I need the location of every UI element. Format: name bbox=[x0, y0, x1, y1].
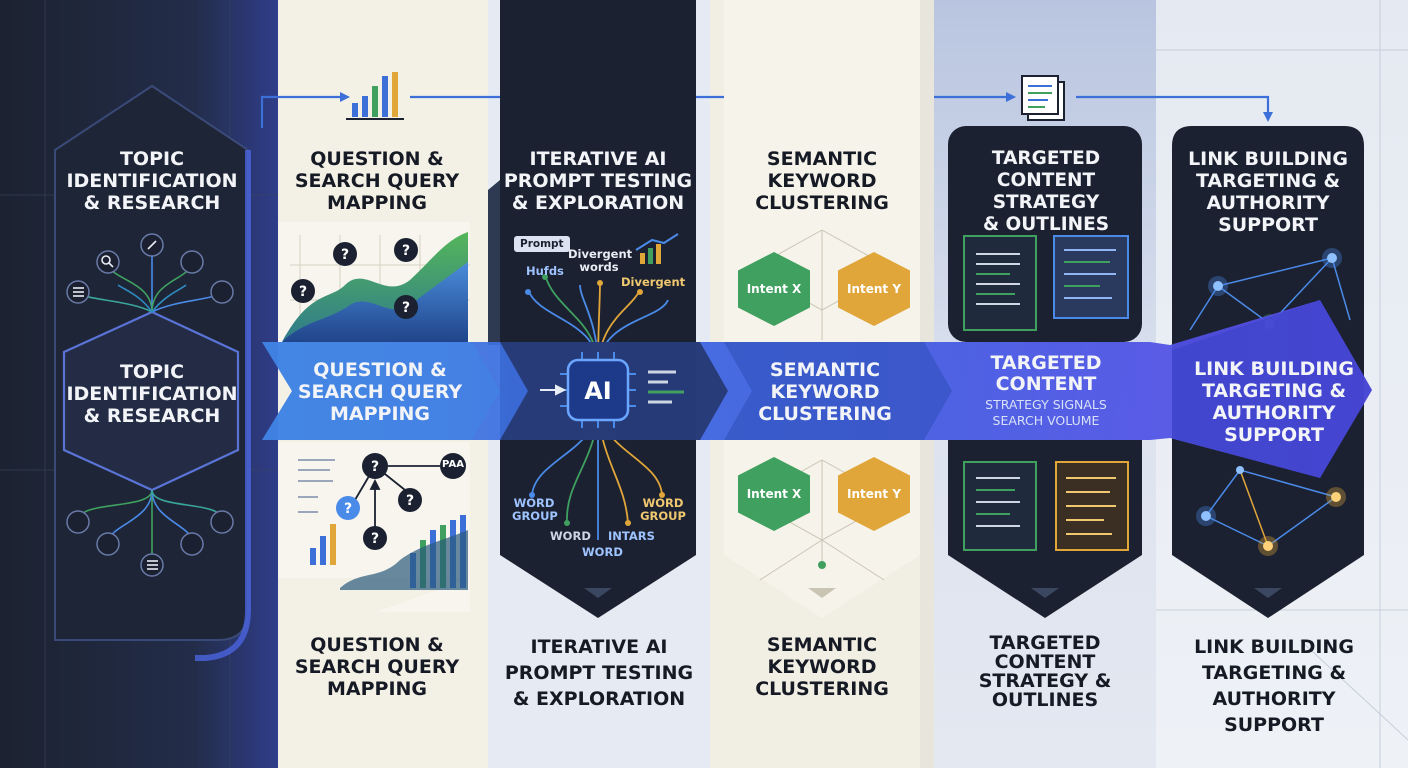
word-label-2: WORD bbox=[582, 545, 623, 559]
query-list-lines bbox=[298, 459, 335, 513]
stage-2-bottom-title: QUESTION & SEARCH QUERY MAPPING bbox=[294, 634, 460, 700]
outline-doc-top-left bbox=[963, 235, 1037, 331]
outline-doc-bottom-right bbox=[1055, 461, 1129, 551]
ai-thread-dots-top bbox=[525, 274, 643, 295]
bar-chart-icon bbox=[346, 72, 404, 120]
stage-4-band-label: SEMANTIC KEYWORD CLUSTERING bbox=[758, 359, 892, 425]
word-group-left-label: WORD GROUP bbox=[512, 496, 558, 523]
ai-chip-icon bbox=[560, 352, 636, 428]
band-segment-4 bbox=[724, 342, 952, 440]
list-icon-small bbox=[73, 287, 84, 297]
outline-doc-bottom-left bbox=[963, 461, 1037, 551]
stage-6-bottom-title: LINK BUILDING TARGETING & AUTHORITY SUPP… bbox=[1194, 636, 1354, 736]
ai-chevron-marker bbox=[584, 588, 612, 598]
stage-2-title: QUESTION & SEARCH QUERY MAPPING bbox=[294, 148, 460, 214]
outline-doc-top-right bbox=[1053, 235, 1129, 319]
stage-6-title: LINK BUILDING TARGETING & AUTHORITY SUPP… bbox=[1188, 148, 1348, 236]
stage-1-title: TOPIC IDENTIFICATION & RESEARCH bbox=[66, 148, 238, 214]
grid-lines-right bbox=[1156, 0, 1408, 768]
hufds-label: Hufds bbox=[526, 264, 564, 278]
intars-label: INTARS bbox=[608, 529, 655, 543]
paa-badge: PAA bbox=[442, 459, 464, 470]
mini-chart-icon bbox=[635, 233, 679, 264]
svg-text:?: ? bbox=[402, 243, 410, 259]
band-segment-6 bbox=[1172, 300, 1372, 478]
svg-text:?: ? bbox=[299, 284, 307, 300]
svg-text:?: ? bbox=[341, 247, 349, 263]
ai-column-frame bbox=[500, 0, 696, 618]
ai-side-lines bbox=[648, 370, 684, 404]
link-network-bottom bbox=[1205, 469, 1337, 547]
stage-3-bottom-title: ITERATIVE AI PROMPT TESTING & EXPLORATIO… bbox=[504, 636, 694, 710]
stage-1-hexagon-label: TOPIC IDENTIFICATION & RESEARCH bbox=[66, 361, 238, 427]
svg-text:?: ? bbox=[344, 501, 352, 517]
ai-input-arrow bbox=[540, 384, 567, 396]
document-stack-icon bbox=[1021, 75, 1065, 121]
svg-text:?: ? bbox=[406, 493, 414, 509]
svg-text:?: ? bbox=[371, 459, 379, 475]
question-bubbles bbox=[291, 238, 418, 319]
intent-y-top: Intent Y bbox=[838, 252, 910, 326]
question-wave-blue bbox=[282, 262, 468, 342]
stage-2-band-label: QUESTION & SEARCH QUERY MAPPING bbox=[297, 359, 463, 425]
prompt-tag: Prompt bbox=[514, 236, 570, 252]
intent-x-top: Intent X bbox=[738, 252, 810, 326]
stage-5-band-label: TARGETED CONTENT bbox=[990, 352, 1102, 395]
band-segment-2 bbox=[262, 342, 500, 440]
stage-6-band-label: LINK BUILDING TARGETING & AUTHORITY SUPP… bbox=[1194, 358, 1354, 446]
cluster-dot bbox=[818, 561, 826, 569]
word-label-1: WORD bbox=[550, 529, 591, 543]
link-nodes-bottom bbox=[1196, 466, 1346, 556]
divergent-words-label: Divergent words bbox=[568, 247, 633, 274]
ai-thread-dots-bottom bbox=[529, 492, 665, 526]
query-wave bbox=[340, 530, 468, 590]
list-icon-bottom bbox=[147, 560, 158, 570]
ai-chip-label: AI bbox=[584, 377, 612, 405]
svg-text:?: ? bbox=[371, 531, 379, 547]
stage-5-title: TARGETED CONTENT STRATEGY & OUTLINES bbox=[982, 148, 1110, 235]
query-question-nodes bbox=[336, 453, 466, 550]
stage-3-title: ITERATIVE AI PROMPT TESTING & EXPLORATIO… bbox=[503, 148, 693, 214]
stage-4-bottom-title: SEMANTIC KEYWORD CLUSTERING bbox=[755, 634, 889, 700]
link-icon bbox=[147, 240, 157, 250]
word-group-right-label: WORD GROUP bbox=[640, 496, 686, 523]
stage-4-title: SEMANTIC KEYWORD CLUSTERING bbox=[755, 148, 889, 214]
divergent-label: Divergent bbox=[621, 275, 686, 289]
svg-text:?: ? bbox=[402, 300, 410, 316]
magnifier-icon bbox=[101, 255, 114, 268]
topic-node-icons bbox=[66, 233, 234, 577]
stage-5-bottom-title: TARGETED CONTENT STRATEGY & OUTLINES bbox=[978, 632, 1112, 711]
stage-5-band-subtitle: STRATEGY SIGNALS SEARCH VOLUME bbox=[985, 397, 1107, 428]
